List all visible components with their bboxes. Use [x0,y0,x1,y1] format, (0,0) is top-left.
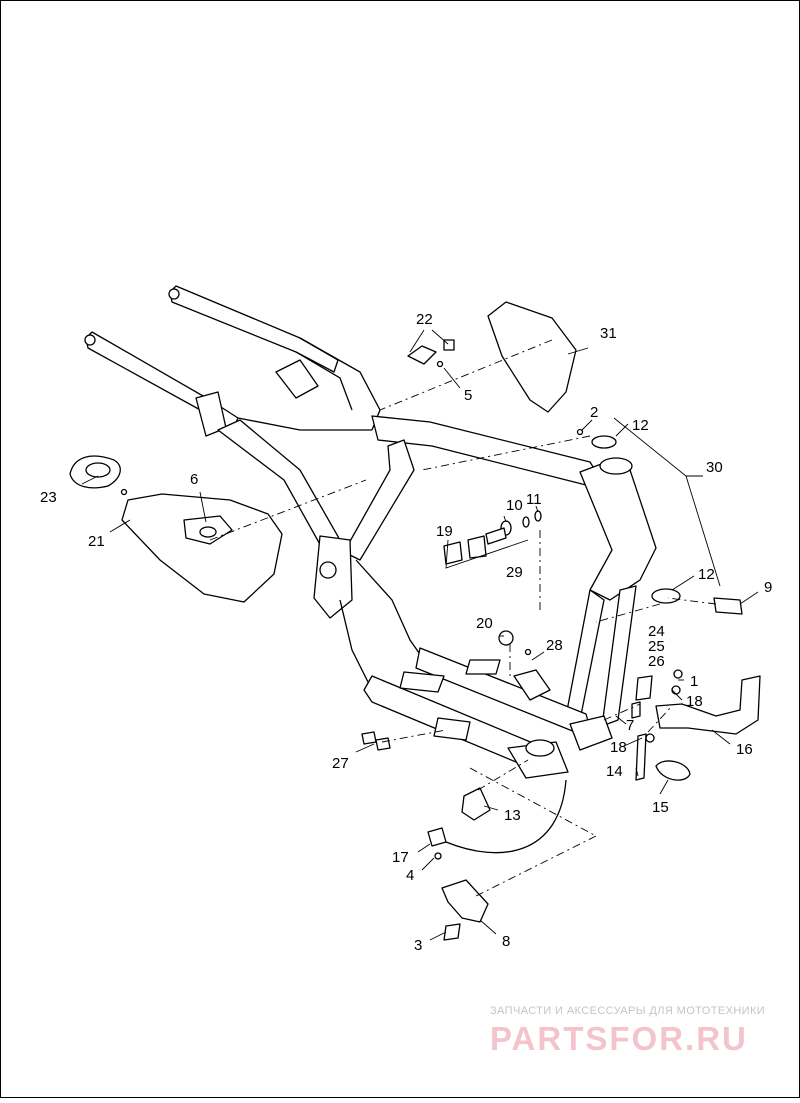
part-31-cover [487,301,577,413]
callout-24: 24 [648,623,665,640]
watermark-logo: PARTSFOR.RU [490,1020,748,1057]
callout-26: 26 [648,653,665,670]
callout-4: 4 [406,867,414,884]
callout-19: 19 [436,523,453,540]
callout-17: 17 [392,849,409,866]
callout-12b: 12 [698,566,715,583]
frame-lower-cradle [363,647,613,779]
callout-11: 11 [526,491,542,508]
leader-lines [81,329,759,941]
callout-12a: 12 [632,417,649,434]
callout-13: 13 [504,807,521,824]
callout-labels: 1 2 3 4 5 6 7 8 9 10 11 12 12 13 14 15 1… [40,311,772,954]
callout-18b: 18 [610,739,627,756]
callout-7: 7 [626,717,634,734]
callout-16: 16 [736,741,753,758]
assembly-lines [209,339,717,897]
callout-25: 25 [648,638,665,655]
callout-10: 10 [506,497,523,514]
callout-15: 15 [652,799,669,816]
callout-27: 27 [332,755,349,772]
callout-8: 8 [502,933,510,950]
watermark-tagline: ЗАПЧАСТИ И АКСЕССУАРЫ ДЛЯ МОТОТЕХНИКИ [490,1005,765,1017]
callout-1: 1 [690,673,698,690]
callout-6: 6 [190,471,198,488]
callout-21: 21 [88,533,105,550]
callout-18a: 18 [686,693,703,710]
frame-rear-rails [84,285,381,437]
callout-9: 9 [764,579,772,596]
callout-20: 20 [476,615,493,632]
watermark: ЗАПЧАСТИ И АКСЕССУАРЫ ДЛЯ МОТОТЕХНИКИ PA… [490,1005,765,1057]
small-parts [120,339,761,941]
callout-31: 31 [600,325,617,342]
callout-14: 14 [606,763,623,780]
callout-30: 30 [706,459,723,476]
callout-29: 29 [506,564,523,581]
callout-5: 5 [464,387,472,404]
part-21-tank [121,493,283,603]
callout-23: 23 [40,489,57,506]
frame-main-structure [217,415,657,727]
callout-2: 2 [590,404,598,421]
callout-28: 28 [546,637,563,654]
callout-3: 3 [414,937,422,954]
callout-22: 22 [416,311,433,328]
